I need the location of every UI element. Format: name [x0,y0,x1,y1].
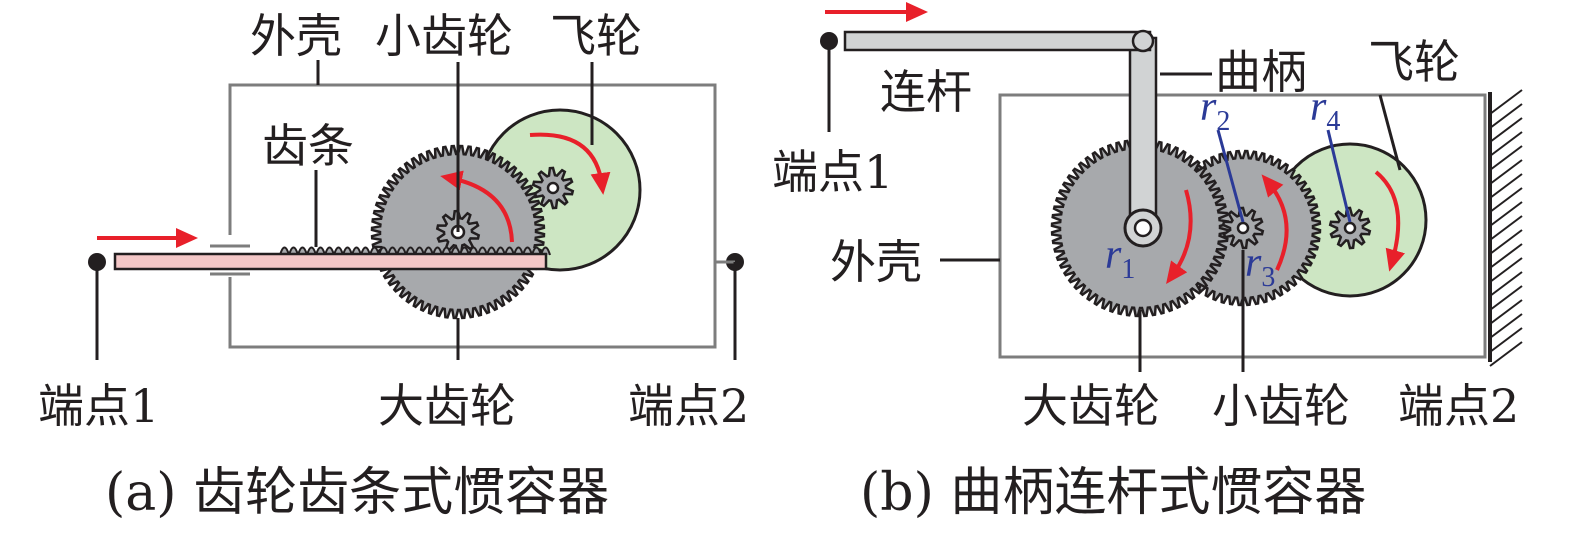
panel-a-label-big-gear: 大齿轮 [378,379,516,433]
panel-b-radius-r1: r1 [1105,232,1135,285]
panel-b-gear1-arrow [1166,189,1193,285]
panel-b-crank [1128,36,1158,230]
panel-b-label-big-gear: 大齿轮 [1022,379,1160,433]
panel-b-connecting-rod [843,30,1152,52]
panel-a-label-rack: 齿条 [262,119,354,173]
panel-a-label-small-gear: 小齿轮 [375,9,513,63]
panel-b-label-housing: 外壳 [830,235,922,289]
panel-a-label-housing: 外壳 [250,9,342,63]
panel-a: 外壳 小齿轮 飞轮 齿条 端点1 大齿轮 端点2 (a) 齿轮齿条式惯容器 [38,9,749,523]
panel-b-label-flywheel: 飞轮 [1368,35,1460,89]
panel-a-caption: (a) 齿轮齿条式惯容器 [105,463,609,523]
panel-a-flywheel-pinion [531,166,575,210]
panel-a-label-terminal2: 端点2 [628,379,749,433]
panel-b-radius-r4: r4 [1310,84,1340,137]
panel-a-flywheel-arrow [529,132,611,195]
panel-b-flywheel-arrow [1374,170,1405,272]
panel-a-label-terminal1: 端点1 [38,379,159,433]
panel-b-caption: (b) 曲柄连杆式惯容器 [860,463,1366,523]
panel-a-biggear-arrow [440,170,514,243]
panel-a-rack [113,252,548,271]
panel-b-radius-r2: r2 [1200,84,1230,137]
panel-b-label-terminal1: 端点1 [772,145,893,199]
panel-a-label-flywheel: 飞轮 [550,9,642,63]
panel-b-wall-hatch [1489,89,1523,367]
panel-b-small-gear [1221,206,1265,250]
panel-b-label-terminal2: 端点2 [1398,379,1519,433]
panel-b-label-crank: 曲柄 [1215,45,1307,99]
panel-b-radius-r3: r3 [1245,240,1275,293]
panel-b: r1 r2 r3 r4 连杆 曲柄 飞轮 端点1 外壳 大齿轮 小齿轮 端点2 … [772,2,1523,523]
panel-b-flywheel-pinion [1328,206,1372,250]
panel-a-housing [228,83,717,349]
panel-b-gear3-arrow [1261,174,1289,271]
panel-b-label-small-gear: 小齿轮 [1212,379,1350,433]
panel-b-label-connecting-rod: 连杆 [880,65,972,119]
